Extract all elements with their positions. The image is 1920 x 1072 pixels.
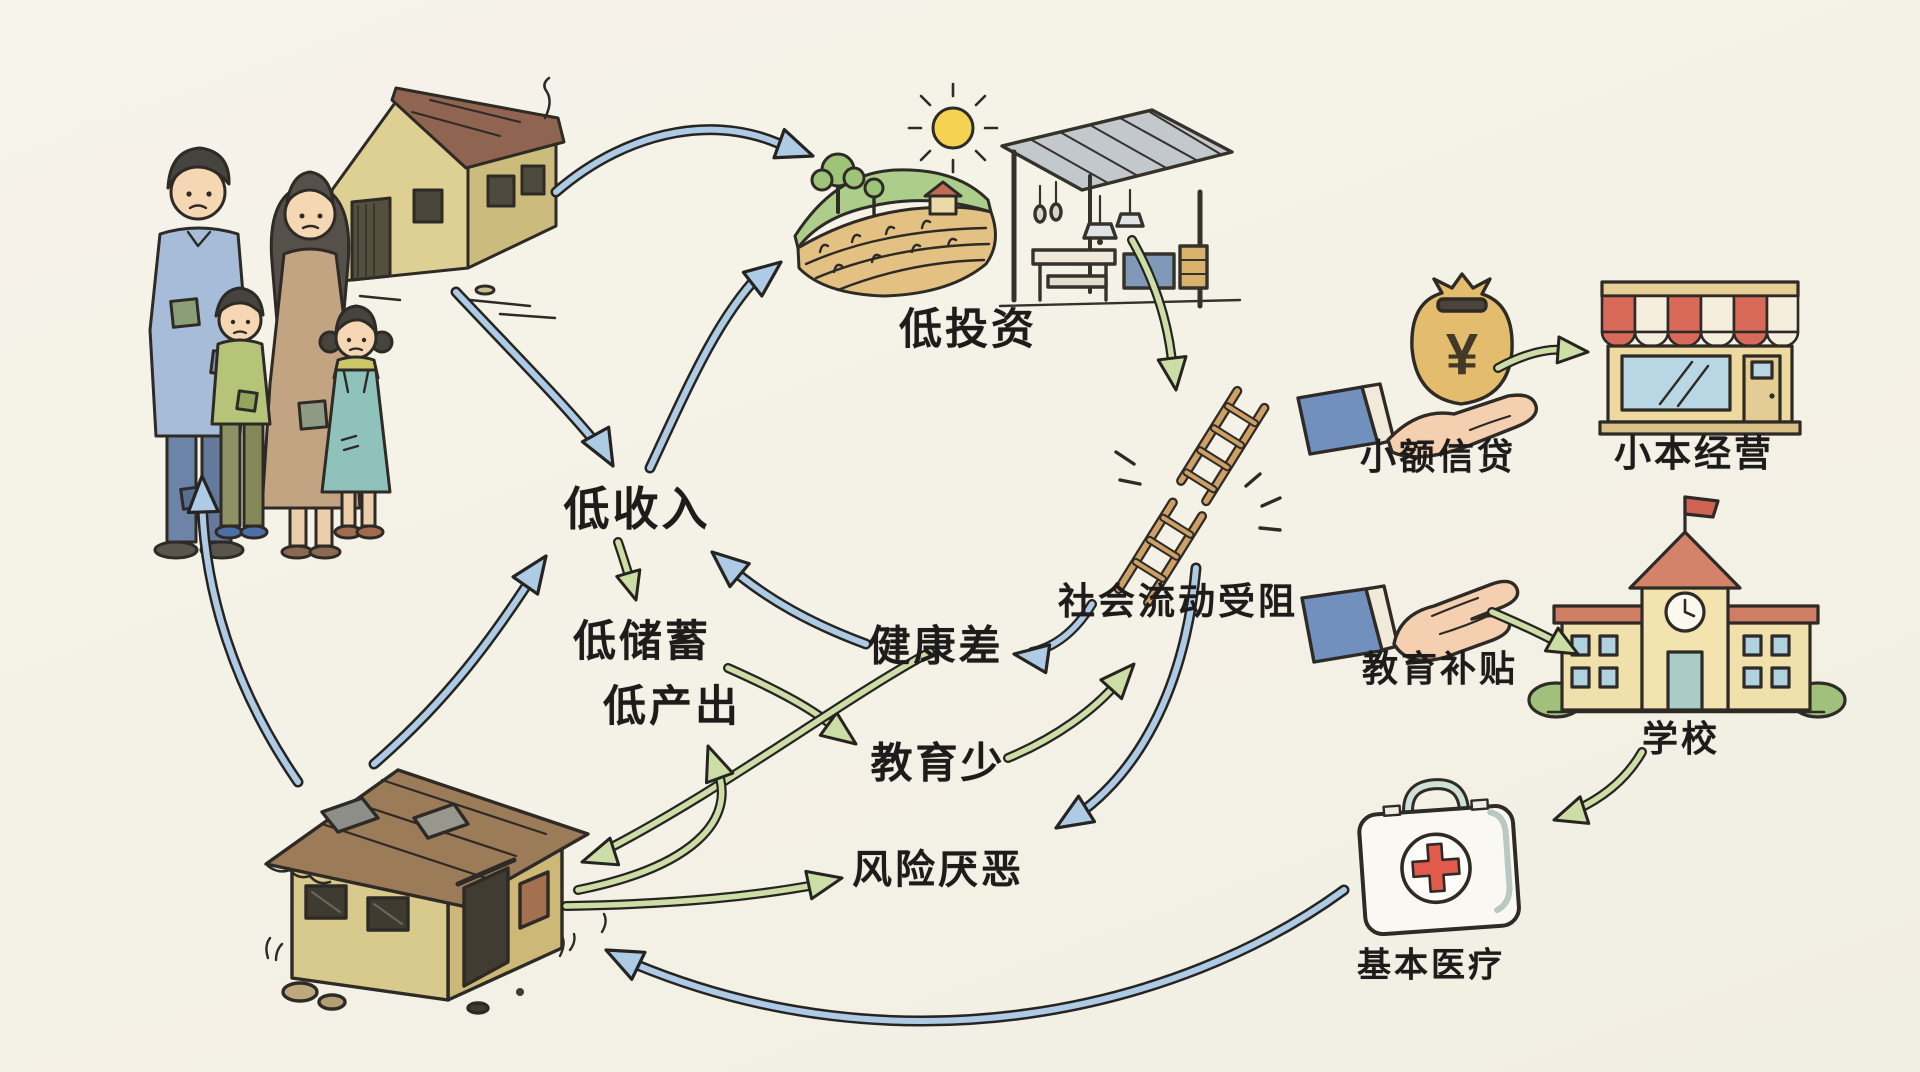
first-aid-kit-icon <box>1357 778 1521 937</box>
sun-icon <box>907 82 999 174</box>
label-blocked-mobility: 社会流动受阻 <box>1058 581 1298 622</box>
arrow-workshop-to-ladder <box>1127 235 1188 392</box>
label-little-education: 教育少 <box>870 739 1006 787</box>
label-poor-health: 健康差 <box>868 622 1004 670</box>
arrow-layer <box>186 124 1647 1027</box>
subsidy-hand-icon <box>1300 579 1520 664</box>
arrow-poor-health-to-poor-house <box>580 647 935 867</box>
label-school: 学校 <box>1641 718 1721 759</box>
label-low-output: 低产出 <box>603 683 741 731</box>
farm-field-icon <box>793 82 999 298</box>
label-low-savings: 低储蓄 <box>573 618 711 666</box>
label-small-business: 小本经营 <box>1614 433 1774 474</box>
arrow-mobility-to-risk-aversion <box>1054 562 1202 830</box>
label-education-subsidy: 教育补贴 <box>1361 648 1519 689</box>
workshop-icon <box>998 108 1242 309</box>
arrow-school-to-healthcare <box>1552 747 1647 825</box>
label-basic-healthcare: 基本医疗 <box>1357 946 1505 985</box>
arrow-poor-house-to-low-output <box>573 744 735 895</box>
arrow-education-to-mobility <box>1003 662 1136 763</box>
arrow-poor-house-to-risk-aversion <box>561 869 844 911</box>
shop-awning <box>1600 294 1800 348</box>
small-shop-icon <box>1598 280 1802 436</box>
label-microcredit: 小额信贷 <box>1359 436 1517 477</box>
arrow-low-income-to-low-investment <box>644 260 783 474</box>
arrow-low-output-to-education <box>723 663 858 746</box>
dilapidated-house-icon <box>264 768 607 1015</box>
poor-family-icon <box>148 146 394 560</box>
arrow-house-to-low-investment <box>550 124 815 198</box>
arrow-poor-house-to-family <box>186 474 304 788</box>
broken-ladder-icon <box>1113 385 1282 608</box>
arrow-healthcare-to-poor-house <box>604 884 1350 1027</box>
school-icon <box>1527 495 1847 719</box>
yuan-symbol: ¥ <box>1446 322 1478 387</box>
arrow-poor-house-to-low-income <box>368 554 548 770</box>
arrow-low-income-to-low-savings <box>613 537 642 602</box>
label-risk-aversion: 风险厌恶 <box>852 848 1024 892</box>
arrow-microcredit-to-shop <box>1493 335 1590 373</box>
old-house-icon <box>330 76 566 320</box>
label-low-investment: 低投资 <box>899 306 1037 354</box>
arrow-mobility-to-poor-health <box>1012 599 1097 675</box>
label-low-income: 低收入 <box>563 483 711 535</box>
arrow-poor-health-to-low-income <box>710 550 872 650</box>
money-bag-icon: ¥ <box>1410 272 1514 406</box>
microcredit-hand-icon: ¥ <box>1296 272 1539 459</box>
arrow-family-to-low-income <box>450 286 615 468</box>
arrow-subsidy-to-school <box>1487 607 1580 656</box>
